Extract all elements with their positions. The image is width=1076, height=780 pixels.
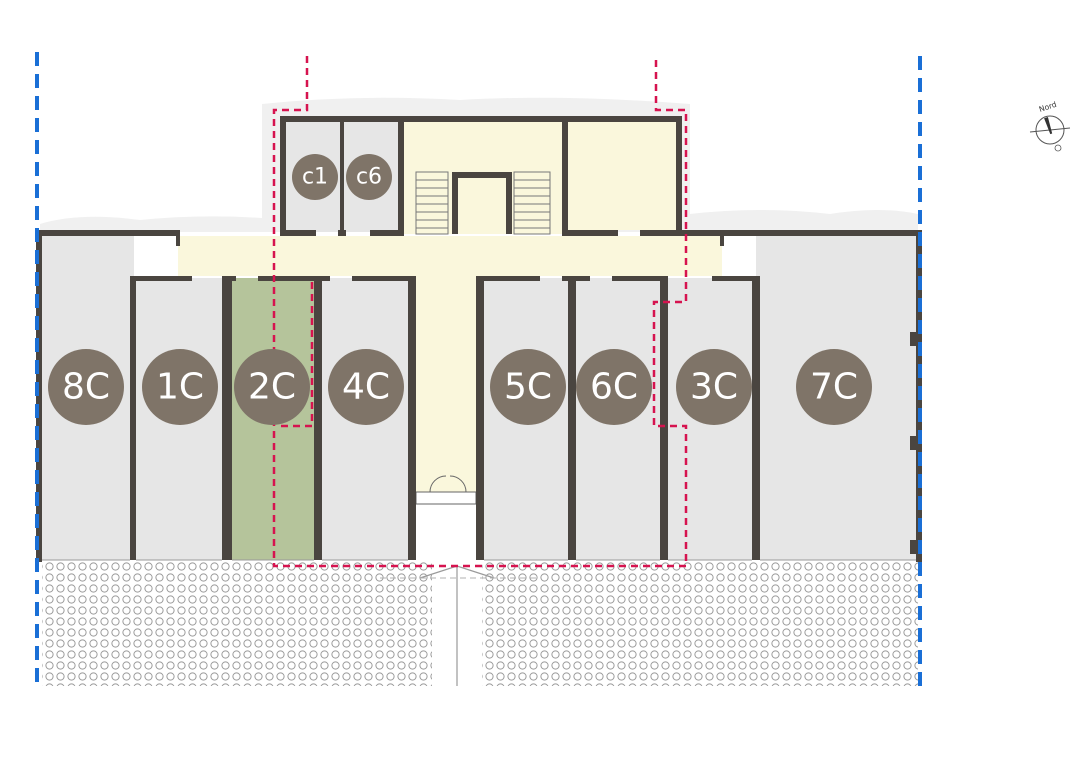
- badge-circle: [48, 349, 124, 425]
- cellar-label: c1: [302, 165, 328, 190]
- unit-label: 5C: [504, 367, 552, 408]
- cellar-label: c6: [356, 165, 382, 190]
- cellar-badge-c1[interactable]: c1: [292, 154, 338, 200]
- unit-badge-5c[interactable]: 5C: [490, 349, 566, 425]
- badge-circle: [292, 154, 338, 200]
- unit-label: 4C: [342, 367, 390, 408]
- badge-circle: [234, 349, 310, 425]
- cellar-badge-c6[interactable]: c6: [346, 154, 392, 200]
- common-area: [178, 122, 722, 492]
- unit-label: 6C: [590, 367, 638, 408]
- compass-north-icon: [1029, 115, 1071, 152]
- badge-circle: [576, 349, 652, 425]
- unit-label: 2C: [248, 367, 296, 408]
- badge-circle: [796, 349, 872, 425]
- badge-circle: [346, 154, 392, 200]
- unit-badge-7c[interactable]: 7C: [796, 349, 872, 425]
- paving-right: [482, 562, 918, 686]
- unit-badge-3c[interactable]: 3C: [676, 349, 752, 425]
- unit-label: 3C: [690, 367, 738, 408]
- property-line: [35, 52, 922, 688]
- unit-badge-4c[interactable]: 4C: [328, 349, 404, 425]
- unit-badge-8c[interactable]: 8C: [48, 349, 124, 425]
- unit-label: 1C: [156, 367, 204, 408]
- unit-label: 7C: [810, 367, 858, 408]
- badge-circle: [142, 349, 218, 425]
- compass-label: Nord: [1038, 100, 1058, 114]
- unit-badge-6c[interactable]: 6C: [576, 349, 652, 425]
- unit-label: 8C: [62, 367, 110, 408]
- badge-circle: [490, 349, 566, 425]
- unit-badge-2c[interactable]: 2C: [234, 349, 310, 425]
- boundary-line: [272, 56, 688, 568]
- walls: [36, 116, 922, 562]
- unit-badge-1c[interactable]: 1C: [142, 349, 218, 425]
- badge-circle: [328, 349, 404, 425]
- staircase: [415, 171, 551, 235]
- badge-circle: [676, 349, 752, 425]
- paving-left: [42, 562, 432, 686]
